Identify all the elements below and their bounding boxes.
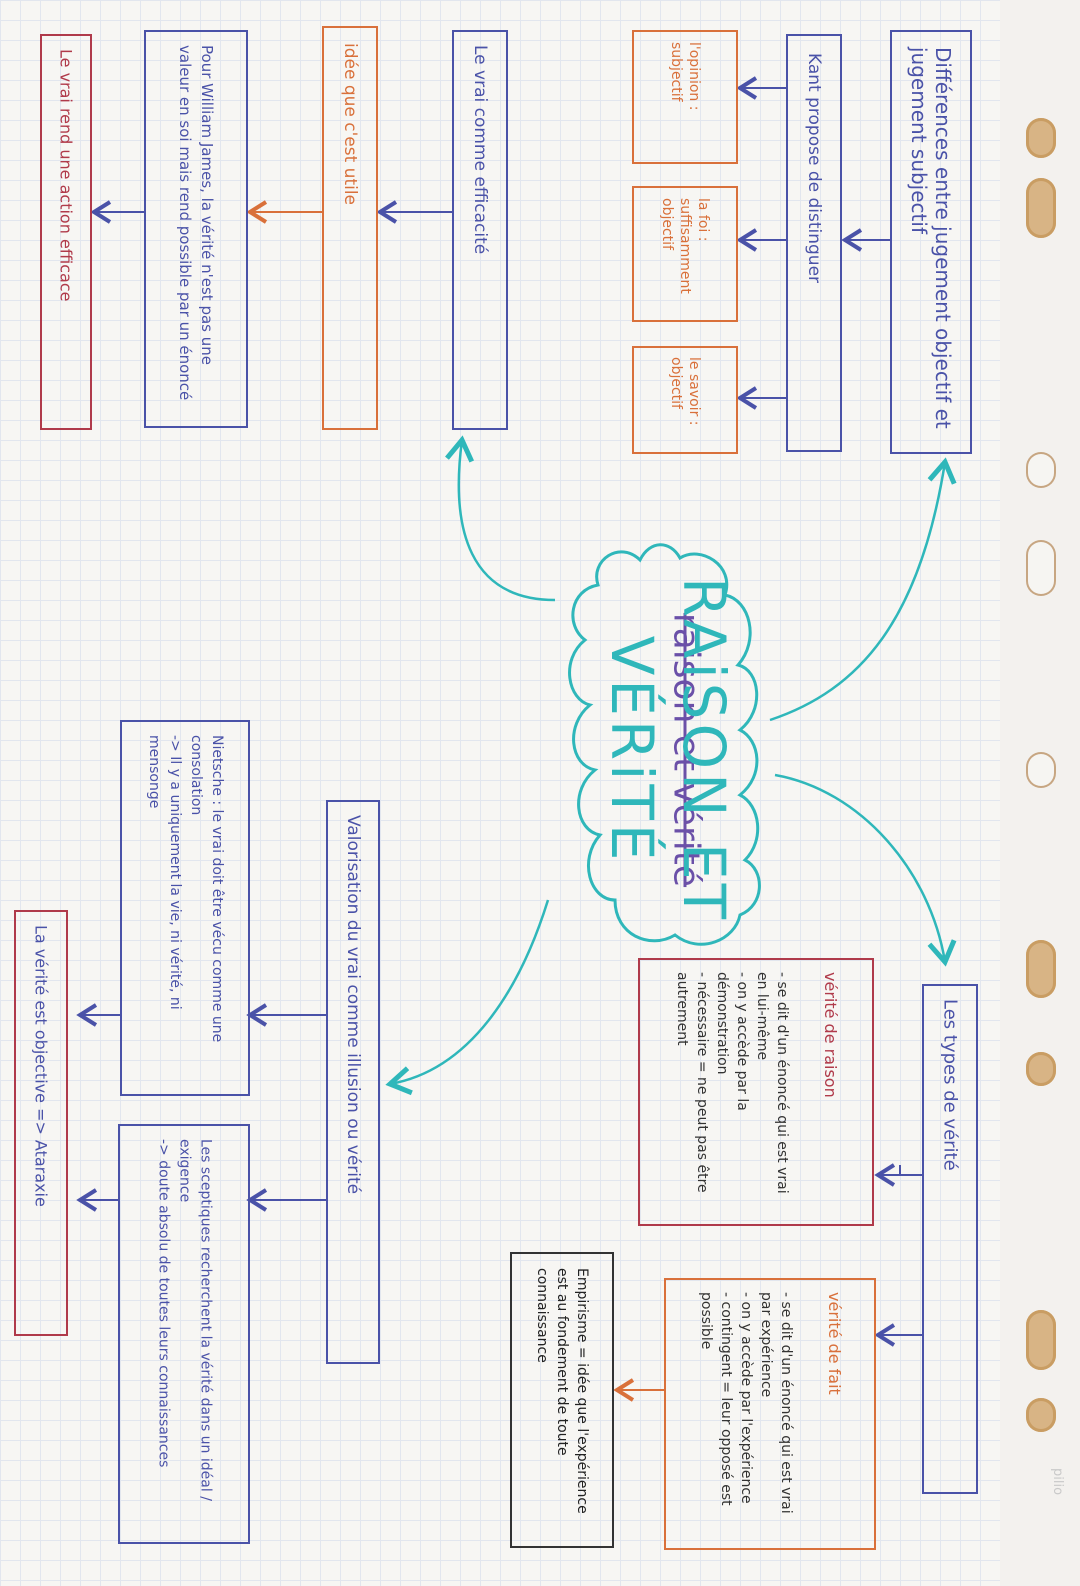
node-differences: Différences entre jugement objectif et j… xyxy=(890,30,972,454)
node-william-james: Pour William James, la vérité n'est pas … xyxy=(144,30,248,428)
graph-paper-grid xyxy=(0,0,1000,1586)
node-empirisme: Empirisme = idée que l'expérience est au… xyxy=(510,1252,614,1548)
branch-to-efficacite xyxy=(445,435,556,602)
binder-hole xyxy=(1026,540,1056,596)
branch-to-valorisation xyxy=(385,899,550,1096)
binder-hole xyxy=(1026,178,1056,238)
center-title: RAiSON ET VÉRiTÉ xyxy=(598,576,738,924)
node-types-verite: Les types de vérité xyxy=(922,984,978,1494)
verite-fait-body: - se dit d'un énoncé qui est vrai par ex… xyxy=(698,1292,794,1514)
node-valorisation: Valorisation du vrai comme illusion ou v… xyxy=(326,800,380,1364)
binder-hole xyxy=(1026,1310,1056,1370)
binder-hole xyxy=(1026,118,1056,158)
center-cloud xyxy=(568,543,761,946)
branch-to-differences xyxy=(769,457,957,722)
node-verite-raison: vérité de raison - se dit d'un énoncé qu… xyxy=(638,958,874,1226)
binder-hole xyxy=(1026,1052,1056,1086)
binder-hole xyxy=(1026,940,1056,998)
binder-hole xyxy=(1026,752,1056,788)
node-savoir: le savoir : objectif xyxy=(632,346,738,454)
center-topic: raison et vérité RAiSON ET VÉRiTÉ xyxy=(578,560,758,940)
node-sceptiques: Les sceptiques recherchent la vérité dan… xyxy=(118,1124,250,1544)
node-vrai-efficacite: Le vrai comme efficacité xyxy=(452,30,508,430)
node-nietzsche: Nietsche : le vrai doit être vécu comme … xyxy=(120,720,250,1096)
node-verite-objective: La vérité est objective => Ataraxie xyxy=(14,910,68,1336)
node-kant: Kant propose de distinguer xyxy=(786,34,842,452)
binder-hole xyxy=(1026,1398,1056,1432)
node-idee-utile: idée que c'est utile xyxy=(322,26,378,430)
node-opinion: l'opinion : subjectif xyxy=(632,30,738,164)
node-vrai-action: Le vrai rend une action efficace xyxy=(40,34,92,430)
verite-fait-title: vérité de fait xyxy=(825,1292,844,1395)
binder-hole xyxy=(1026,452,1056,488)
node-foi: la foi : suffisamment objectif xyxy=(632,186,738,322)
branch-to-types xyxy=(774,773,957,967)
verite-raison-title: vérité de raison xyxy=(821,972,840,1098)
verite-raison-body: - se dit d'un énoncé qui est vrai en lui… xyxy=(674,972,790,1194)
node-verite-fait: vérité de fait - se dit d'un énoncé qui … xyxy=(664,1278,876,1550)
